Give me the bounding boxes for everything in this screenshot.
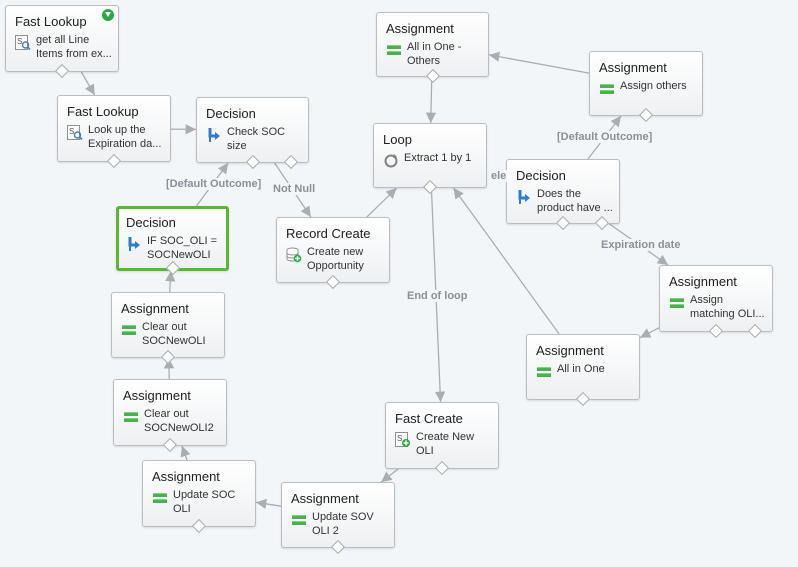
node-type-label: Fast Lookup: [67, 104, 139, 119]
connector-asgTop-to-loop[interactable]: [425, 76, 437, 124]
svg-text:S: S: [17, 37, 22, 46]
connector-asgMatch-to-asgAll[interactable]: [639, 327, 660, 339]
node-type-label: Assignment: [121, 301, 189, 316]
svg-text:S: S: [69, 127, 74, 136]
node-type-label: Decision: [516, 168, 566, 183]
node-type-label: Assignment: [152, 469, 220, 484]
node-label: Does the product have ...: [537, 188, 613, 214]
assignment-icon: [536, 364, 552, 380]
loop-icon: [383, 153, 399, 169]
node-type-label: Assignment: [599, 60, 667, 75]
node-label: Create new Opportunity: [307, 246, 364, 272]
connector-asgAll-to-loop[interactable]: [452, 187, 560, 335]
node-label: Assign others: [620, 80, 687, 92]
assignment-icon: [123, 409, 139, 425]
node-label: get all Line Items from ex...: [36, 34, 112, 60]
connector-asgOthers-to-asgTop[interactable]: [488, 51, 590, 74]
node-type-label: Assignment: [536, 343, 604, 358]
assignment-icon: [152, 490, 168, 506]
node-label: Assign matching OLI...: [690, 294, 765, 320]
node-label: Look up the Expiration da...: [88, 124, 162, 150]
node-label: Check SOC size: [227, 126, 286, 152]
node-label: Update SOV OLI 2: [312, 511, 374, 537]
node-type-label: Assignment: [291, 491, 359, 506]
node-label: Clear out SOCNewOLI: [142, 321, 206, 347]
connector-fl1-to-fl2[interactable]: [80, 71, 96, 96]
edge-label-default-outcome-1[interactable]: [Default Outcome]: [165, 178, 263, 190]
node-type-label: Loop: [383, 132, 412, 147]
node-label: All in One - Others: [407, 41, 462, 67]
edge-label-else-truncated[interactable]: ele: [490, 170, 508, 182]
edge-label-expiration-date[interactable]: Expiration date: [600, 239, 682, 251]
record-create-icon: [286, 247, 302, 263]
node-label: Extract 1 by 1: [404, 152, 472, 164]
fast-lookup-icon: S: [67, 125, 83, 141]
assignment-icon: [669, 295, 685, 311]
node-label: IF SOC_OLI = SOCNewOLI: [147, 235, 217, 261]
assignment-icon: [291, 512, 307, 528]
edge-label-end-of-loop[interactable]: End of loop: [406, 290, 469, 302]
node-type-label: Assignment: [669, 274, 737, 289]
node-type-label: Fast Create: [395, 411, 463, 426]
decision-icon: [206, 127, 222, 143]
assignment-icon: [121, 322, 137, 338]
decision-icon: [516, 189, 532, 205]
connector-asgClear1-to-dec2[interactable]: [165, 270, 176, 293]
node-label: Clear out SOCNewOLI2: [144, 408, 214, 434]
assignment-icon: [386, 42, 402, 58]
decision-icon: [126, 236, 142, 252]
node-type-label: Decision: [206, 106, 256, 121]
node-label: All in One: [557, 363, 605, 375]
connector-asgUpd2-to-asgUpd1[interactable]: [255, 498, 282, 510]
node-type-label: Record Create: [286, 226, 371, 241]
fast-create-icon: S: [395, 432, 411, 448]
node-type-label: Assignment: [123, 388, 191, 403]
node-label: Create New OLI: [416, 431, 475, 457]
start-icon: [102, 9, 114, 21]
assignment-icon: [599, 81, 615, 97]
fast-lookup-icon: S: [15, 35, 31, 51]
node-type-label: Decision: [126, 215, 176, 230]
connector-asgUpd1-to-asgClear2[interactable]: [180, 445, 191, 461]
connector-rc1-to-loop[interactable]: [366, 187, 398, 218]
connector-fc1-to-asgUpd2[interactable]: [380, 468, 399, 483]
edge-label-default-outcome-2[interactable]: [Default Outcome]: [556, 131, 654, 143]
node-label: Update SOC OLI: [173, 489, 236, 515]
flow-node-decision[interactable]: Decision IF SOC_OLI = SOCNewOLI: [116, 206, 229, 276]
node-type-label: Assignment: [386, 21, 454, 36]
svg-text:S: S: [397, 434, 402, 443]
node-type-label: Fast Lookup: [15, 14, 87, 29]
edge-label-not-null[interactable]: Not Null: [272, 183, 317, 195]
